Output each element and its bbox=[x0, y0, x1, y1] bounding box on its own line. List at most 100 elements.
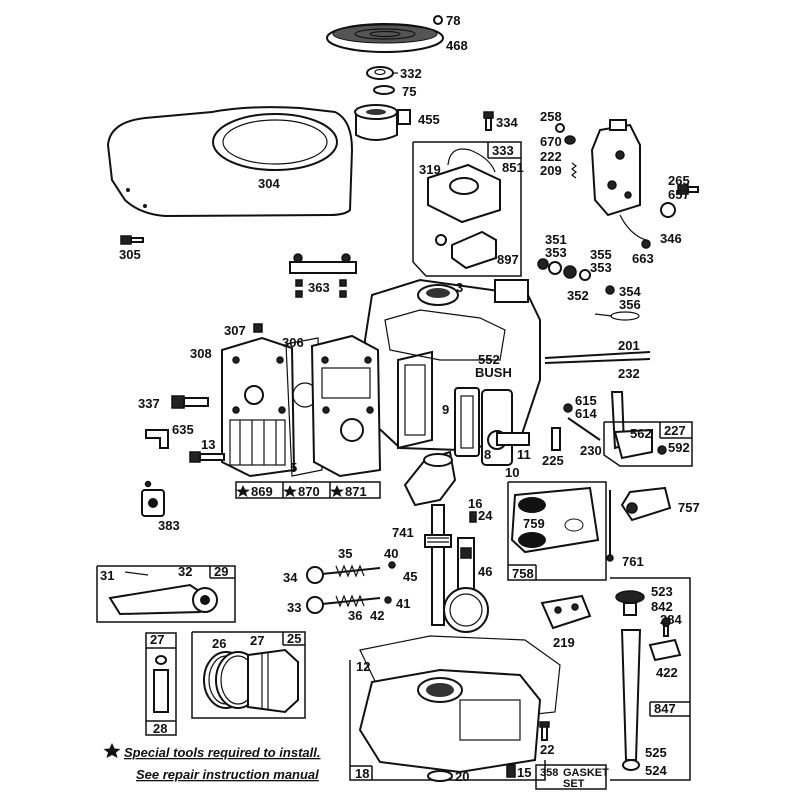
label-222: 222 bbox=[540, 149, 562, 164]
air-cleaner-468 bbox=[326, 23, 444, 53]
label-354: 354 bbox=[619, 284, 641, 299]
bolt-22 bbox=[539, 721, 550, 741]
label-265: 265 bbox=[668, 173, 690, 188]
label-41: 41 bbox=[396, 596, 410, 611]
label-9: 9 bbox=[442, 402, 449, 417]
screen-455 bbox=[354, 104, 411, 141]
collar-383 bbox=[141, 480, 165, 517]
screw-78 bbox=[433, 15, 443, 25]
label-gasket-set: SET bbox=[563, 778, 585, 790]
breather-9 bbox=[454, 387, 480, 457]
label-304: 304 bbox=[258, 176, 280, 191]
label-525: 525 bbox=[645, 745, 667, 760]
counterweight-757 bbox=[620, 486, 672, 522]
note-star-icon bbox=[103, 743, 121, 758]
link-356 bbox=[594, 311, 640, 321]
screw-663 bbox=[641, 239, 651, 249]
box-847 bbox=[610, 577, 691, 781]
label-75: 75 bbox=[402, 84, 416, 99]
label-bush: BUSH bbox=[475, 365, 512, 380]
valve-34 bbox=[306, 564, 381, 584]
label-614: 614 bbox=[575, 406, 597, 421]
plug-15 bbox=[506, 764, 516, 778]
label-gasket-text: GASKET bbox=[563, 767, 609, 779]
label-22: 22 bbox=[540, 742, 554, 757]
label-40: 40 bbox=[384, 546, 398, 561]
label-5: 5 bbox=[290, 460, 297, 475]
label-758: 758 bbox=[512, 566, 534, 581]
label-306: 306 bbox=[282, 335, 304, 350]
note-line-1: Special tools required to install. bbox=[124, 745, 321, 760]
retainer-41 bbox=[384, 596, 392, 604]
label-34: 34 bbox=[283, 570, 298, 585]
box-227 bbox=[603, 421, 693, 467]
label-524: 524 bbox=[645, 763, 667, 778]
box-29 bbox=[96, 565, 236, 623]
label-26: 26 bbox=[212, 636, 226, 651]
link-rods-201-232 bbox=[544, 351, 651, 364]
label-232: 232 bbox=[618, 366, 640, 381]
label-319: 319 bbox=[419, 162, 441, 177]
box-25 bbox=[191, 631, 306, 719]
label-761: 761 bbox=[622, 554, 644, 569]
label-42: 42 bbox=[370, 608, 384, 623]
label-337: 337 bbox=[138, 396, 160, 411]
label-333: 333 bbox=[492, 143, 514, 158]
cylinder-head-306 bbox=[310, 334, 382, 478]
screw-307 bbox=[253, 323, 263, 333]
label-258: 258 bbox=[540, 109, 562, 124]
label-657: 657 bbox=[668, 187, 690, 202]
cylinder-block bbox=[363, 278, 541, 452]
pin-761 bbox=[606, 490, 614, 562]
label-308: 308 bbox=[190, 346, 212, 361]
oil-seal-8 bbox=[481, 389, 530, 466]
label-615: 615 bbox=[575, 393, 597, 408]
label-363: 363 bbox=[308, 280, 330, 295]
label-670: 670 bbox=[540, 134, 562, 149]
label-870: 870 bbox=[298, 484, 320, 499]
bracket-219 bbox=[540, 594, 592, 630]
screw-657 bbox=[677, 184, 699, 195]
label-13: 13 bbox=[201, 437, 215, 452]
label-552: 552 bbox=[478, 352, 500, 367]
label-353a: 353 bbox=[545, 245, 567, 260]
label-18: 18 bbox=[355, 766, 369, 781]
label-46: 46 bbox=[478, 564, 492, 579]
label-468: 468 bbox=[446, 38, 468, 53]
label-355: 355 bbox=[590, 247, 612, 262]
crankshaft bbox=[403, 450, 457, 626]
label-847: 847 bbox=[654, 701, 676, 716]
spark-plug-337 bbox=[171, 395, 209, 409]
label-27a: 27 bbox=[150, 632, 164, 647]
label-29: 29 bbox=[214, 564, 228, 579]
knob-346 bbox=[660, 202, 676, 218]
label-45: 45 bbox=[403, 569, 417, 584]
valve-33 bbox=[306, 594, 381, 614]
label-663: 663 bbox=[632, 251, 654, 266]
label-284: 284 bbox=[660, 612, 682, 627]
label-352: 352 bbox=[567, 288, 589, 303]
label-78: 78 bbox=[446, 13, 460, 28]
special-tools-box bbox=[235, 481, 381, 499]
label-422: 422 bbox=[656, 665, 678, 680]
label-201: 201 bbox=[618, 338, 640, 353]
label-759: 759 bbox=[523, 516, 545, 531]
label-897: 897 bbox=[497, 252, 519, 267]
label-523: 523 bbox=[651, 584, 673, 599]
bracket-363 bbox=[289, 253, 357, 298]
label-8: 8 bbox=[484, 447, 491, 462]
label-741: 741 bbox=[392, 525, 414, 540]
label-219: 219 bbox=[553, 635, 575, 650]
bolt-13 bbox=[189, 451, 225, 463]
bolt-305 bbox=[120, 235, 144, 245]
clip-258 bbox=[555, 123, 565, 133]
label-35: 35 bbox=[338, 546, 352, 561]
spring-209 bbox=[571, 162, 577, 179]
label-31: 31 bbox=[100, 568, 114, 583]
retainer-40 bbox=[388, 561, 396, 569]
label-757: 757 bbox=[678, 500, 700, 515]
label-225: 225 bbox=[542, 453, 564, 468]
label-871: 871 bbox=[345, 484, 367, 499]
screw-334 bbox=[483, 111, 494, 131]
label-455: 455 bbox=[418, 112, 440, 127]
